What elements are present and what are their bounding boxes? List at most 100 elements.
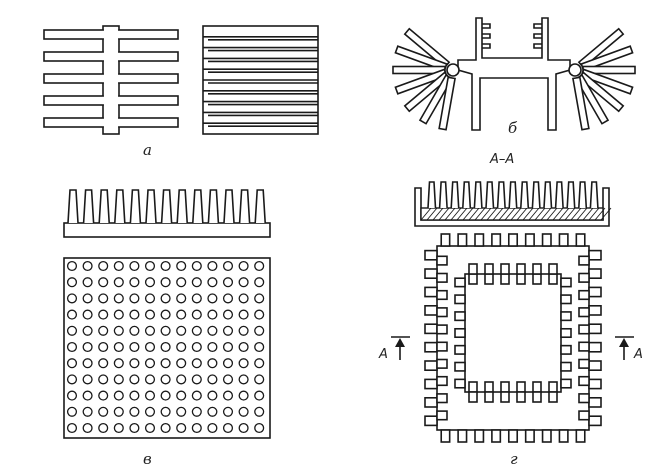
pin-hole	[238, 260, 249, 272]
pin-hole	[129, 406, 140, 417]
plan-fin	[578, 272, 590, 283]
plan-fin	[524, 429, 535, 443]
plan-fin	[560, 344, 572, 355]
pin-hole	[176, 358, 187, 369]
pin-hole	[82, 390, 93, 401]
pin-hole	[191, 374, 202, 385]
plan-fin	[516, 273, 526, 285]
pin-hole	[191, 293, 202, 304]
section-fin	[438, 181, 448, 209]
pin-hole	[222, 277, 234, 288]
plan-fin	[548, 263, 558, 275]
pin-hole	[254, 309, 265, 320]
plan-fin	[548, 273, 558, 285]
pin-hole	[113, 325, 124, 336]
plan-fin	[532, 263, 542, 275]
pin-hole	[98, 341, 109, 353]
pin-hole	[238, 422, 249, 434]
plan-fin	[454, 311, 466, 322]
section-fin	[473, 181, 483, 209]
panel-b: б	[392, 17, 636, 137]
hatch-line	[594, 207, 606, 221]
hatch-line	[552, 207, 564, 221]
hatch-line	[468, 207, 480, 221]
hatch-line	[504, 207, 516, 221]
pin-hole	[98, 277, 109, 288]
plan-fin	[424, 304, 438, 316]
plan-fin	[560, 294, 572, 305]
panel-v-top-view	[63, 257, 271, 439]
plan-fin	[575, 429, 586, 443]
pin-hole	[191, 406, 202, 417]
pin-hole	[207, 390, 218, 401]
section-marker-right: А	[615, 336, 643, 362]
section-fin	[520, 181, 530, 209]
pin-hole	[191, 341, 202, 353]
hatch-line	[474, 207, 486, 221]
fin	[118, 29, 179, 40]
plan-fin	[588, 378, 602, 390]
plan-fin	[548, 391, 558, 403]
hatch-line	[540, 207, 552, 221]
panel-v-side-view	[63, 189, 271, 238]
pin-hole	[207, 341, 218, 353]
plan-fin	[491, 233, 502, 247]
plan-fin	[578, 410, 590, 421]
hatch-line	[426, 207, 438, 221]
hatch-line	[510, 207, 522, 221]
pin-hole	[129, 422, 140, 434]
plan-fin	[588, 323, 602, 335]
pin-hole	[191, 309, 202, 320]
pin-hole	[207, 260, 218, 272]
pin-hole	[238, 341, 249, 353]
pin-hole	[207, 422, 218, 434]
plan-fin	[454, 294, 466, 305]
plan-fin	[457, 429, 468, 443]
pin-hole	[222, 293, 234, 304]
pin-hole	[66, 277, 78, 288]
pin-hole	[98, 260, 109, 272]
section-fin	[427, 181, 437, 209]
plan-fin	[484, 391, 494, 403]
plan-fin	[575, 233, 586, 247]
hatch-line	[570, 207, 582, 221]
pin-hole	[144, 325, 156, 336]
hatch-line	[600, 207, 612, 221]
pin	[223, 189, 235, 224]
plan-fin	[424, 415, 438, 427]
pin-hole	[254, 260, 265, 272]
pin-hole	[66, 325, 78, 336]
pin-hole	[113, 260, 124, 272]
pin-hole	[129, 260, 140, 272]
plan-fin	[516, 263, 526, 275]
section-fin	[450, 181, 460, 209]
plan-fin	[578, 341, 590, 352]
pin-hole	[98, 390, 109, 401]
pin	[98, 189, 110, 224]
pin-hole	[222, 358, 234, 369]
plan-fin	[436, 255, 448, 266]
pin-hole	[113, 422, 124, 434]
pin	[207, 189, 220, 224]
pin-hole	[113, 341, 124, 353]
pin-hole	[82, 325, 93, 336]
pin-hole	[254, 277, 265, 288]
hatch-line	[420, 207, 432, 221]
pin-hole	[98, 293, 109, 304]
fin	[43, 29, 104, 40]
pin-hole	[160, 325, 171, 336]
plan-fin	[516, 381, 526, 393]
pin-hole	[113, 406, 124, 417]
plan-fin	[532, 381, 542, 393]
pin-hole	[66, 293, 78, 304]
pin	[238, 189, 251, 224]
fin	[118, 51, 179, 62]
pin-hole	[82, 309, 93, 320]
panel-a: а	[43, 25, 319, 159]
pin-hole	[129, 341, 140, 353]
pin-hole	[129, 277, 140, 288]
pin-hole	[160, 374, 171, 385]
pin-hole	[129, 358, 140, 369]
plan-fin	[548, 381, 558, 393]
